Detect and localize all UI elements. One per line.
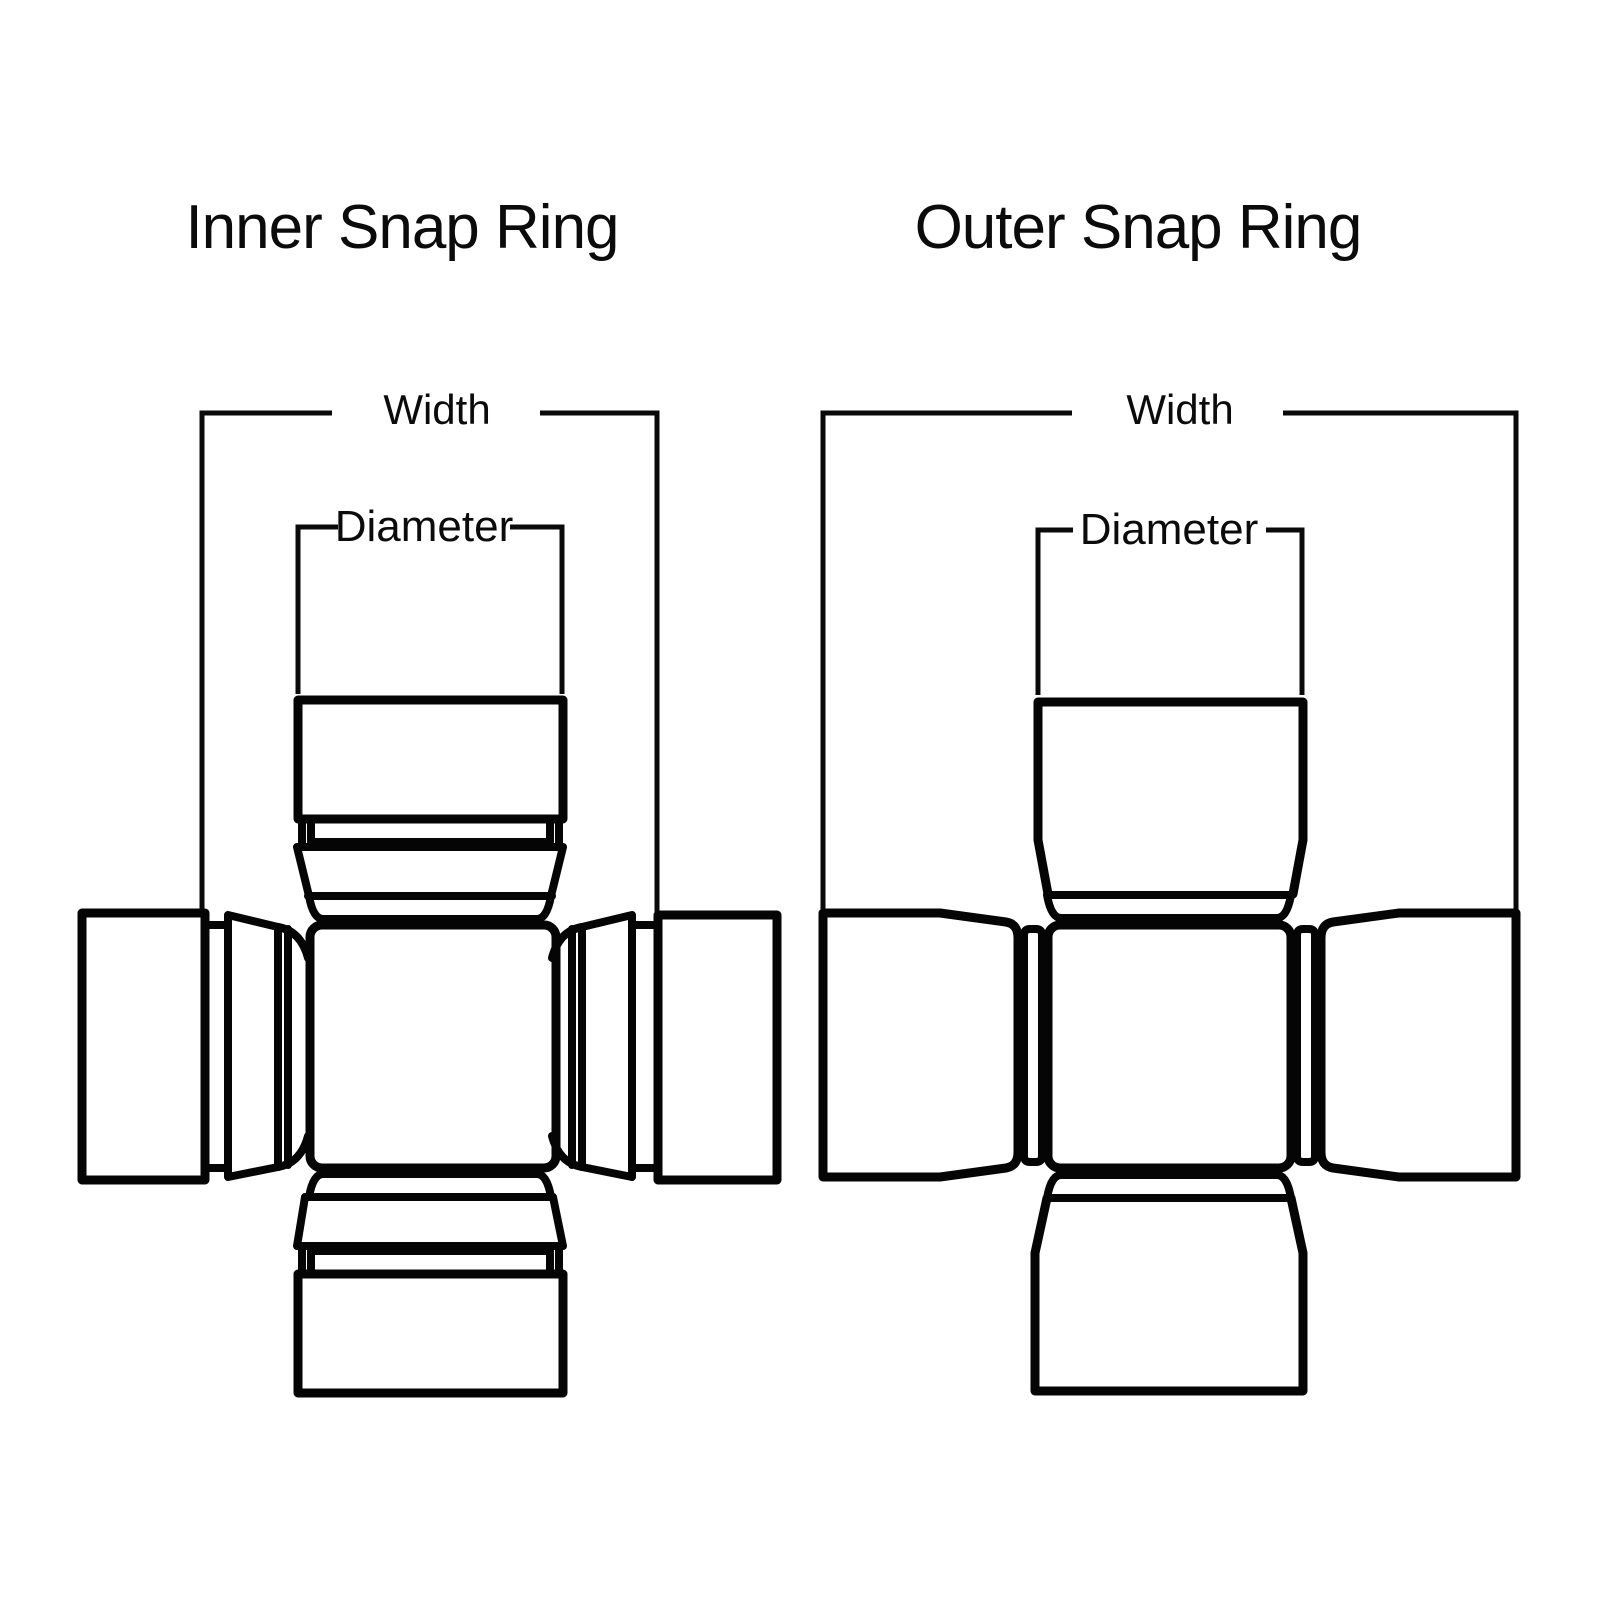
outer-width-label: Width — [1126, 386, 1233, 433]
inner-left-snap-ring — [224, 911, 282, 1181]
outer-right-bearing-cap — [1316, 908, 1521, 1182]
outer-left-snap-ring — [1020, 925, 1046, 1166]
inner-bottom-bearing-cap — [293, 1269, 568, 1398]
outer-left-bearing-cap — [818, 908, 1023, 1182]
inner-right-cup-mouth — [548, 923, 586, 1171]
outer-diameter-label: Diameter — [1080, 505, 1259, 554]
inner-top-snap-ring-groove — [298, 815, 563, 850]
outer-top-cup-lip — [1043, 891, 1296, 922]
inner-snap-ring-title: Inner Snap Ring — [185, 193, 618, 262]
inner-right-groove-step — [628, 921, 662, 1172]
inner-right-snap-ring — [578, 911, 636, 1181]
outer-bottom-bearing-cup — [1030, 1193, 1308, 1396]
inner-bottom-cup-skirt — [293, 1170, 567, 1250]
inner-snap-ring-diagram: Inner Snap Ring Width Diameter — [77, 193, 782, 1398]
outer-bottom-cup-lip — [1043, 1171, 1295, 1202]
inner-diameter-label: Diameter — [335, 502, 514, 551]
outer-top-bearing-cup — [1033, 697, 1308, 899]
inner-diameter-bracket — [295, 524, 565, 694]
outer-snap-ring-diagram: Outer Snap Ring Width Diameter — [818, 193, 1521, 1396]
inner-top-cup-skirt — [293, 843, 567, 923]
inner-top-bearing-cap — [293, 695, 568, 824]
inner-cross-body — [305, 920, 561, 1173]
outer-diameter-bracket — [1035, 527, 1305, 695]
inner-left-bearing-cap — [77, 908, 210, 1185]
outer-right-snap-ring — [1293, 925, 1319, 1166]
inner-right-bearing-cap — [653, 910, 782, 1185]
inner-width-bracket — [199, 410, 660, 912]
outer-width-bracket — [820, 410, 1519, 910]
outer-cross-body — [1043, 920, 1296, 1173]
inner-width-label: Width — [383, 386, 490, 433]
inner-left-cup-mouth — [274, 923, 312, 1171]
outer-snap-ring-title: Outer Snap Ring — [915, 193, 1362, 262]
